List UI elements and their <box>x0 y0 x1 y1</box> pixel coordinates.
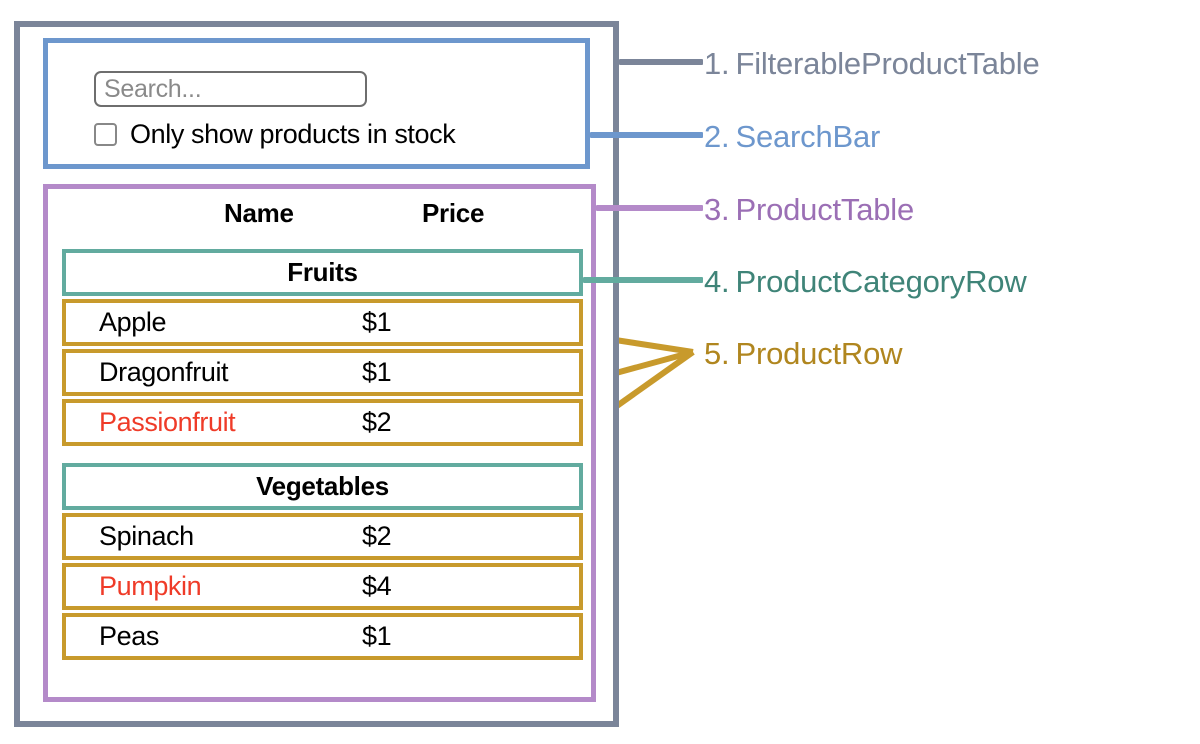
search-input[interactable]: Search... <box>94 71 367 107</box>
table-row[interactable]: Passionfruit $2 <box>62 399 583 446</box>
legend-label: ProductTable <box>735 192 915 227</box>
product-price: $1 <box>362 357 392 387</box>
table-row[interactable]: Pumpkin $4 <box>62 563 583 610</box>
leader-line-product-table <box>596 205 703 211</box>
product-name-out-of-stock: Passionfruit <box>99 407 236 437</box>
column-header-price: Price <box>422 197 485 228</box>
product-price: $4 <box>362 571 392 601</box>
legend-label: SearchBar <box>735 119 881 154</box>
product-table-frame: Name Price Fruits Apple $1 Dragonfruit $… <box>43 184 596 702</box>
product-category-label: Vegetables <box>256 471 389 501</box>
column-header-name: Name <box>224 197 294 228</box>
product-name: Peas <box>99 621 159 651</box>
table-row[interactable]: Apple $1 <box>62 299 583 346</box>
legend-number: 4. <box>704 264 730 299</box>
legend-number: 2. <box>704 119 730 154</box>
leader-line-product-category-row <box>583 277 703 283</box>
in-stock-filter-row[interactable]: Only show products in stock <box>94 119 456 150</box>
product-price: $1 <box>362 621 392 651</box>
search-input-placeholder: Search... <box>104 74 202 103</box>
legend-label: FilterableProductTable <box>735 46 1040 81</box>
checkbox-icon[interactable] <box>94 123 117 146</box>
product-category-row: Fruits <box>62 249 583 296</box>
legend-number: 1. <box>704 46 730 81</box>
product-category-label: Fruits <box>287 257 358 287</box>
filterable-product-table-frame: Search... Only show products in stock Na… <box>14 21 619 727</box>
table-row[interactable]: Peas $1 <box>62 613 583 660</box>
leader-line-search-bar <box>590 132 703 138</box>
product-price: $2 <box>362 521 392 551</box>
group-spacer <box>62 449 583 463</box>
leader-line-filterable-product-table <box>619 59 703 65</box>
product-name: Spinach <box>99 521 194 551</box>
table-row[interactable]: Spinach $2 <box>62 513 583 560</box>
product-name: Apple <box>99 307 167 337</box>
table-row[interactable]: Dragonfruit $1 <box>62 349 583 396</box>
legend-item-filterable-product-table: 1.FilterableProductTable <box>704 48 1040 79</box>
legend-label: ProductRow <box>735 336 903 371</box>
product-table-header: Name Price <box>48 193 591 233</box>
legend-number: 5. <box>704 336 730 371</box>
legend-item-product-category-row: 4.ProductCategoryRow <box>704 266 1027 297</box>
legend-number: 3. <box>704 192 730 227</box>
in-stock-filter-label: Only show products in stock <box>130 119 456 149</box>
legend-item-product-table: 3.ProductTable <box>704 194 914 225</box>
product-name-out-of-stock: Pumpkin <box>99 571 202 601</box>
product-price: $2 <box>362 407 392 437</box>
search-bar-frame: Search... Only show products in stock <box>43 38 590 169</box>
product-price: $1 <box>362 307 392 337</box>
product-name: Dragonfruit <box>99 357 229 387</box>
legend-label: ProductCategoryRow <box>735 264 1027 299</box>
product-category-row: Vegetables <box>62 463 583 510</box>
legend-item-product-row: 5.ProductRow <box>704 336 903 371</box>
product-rows-container: Fruits Apple $1 Dragonfruit $1 Passionfr… <box>62 249 583 663</box>
legend-item-search-bar: 2.SearchBar <box>704 121 880 152</box>
